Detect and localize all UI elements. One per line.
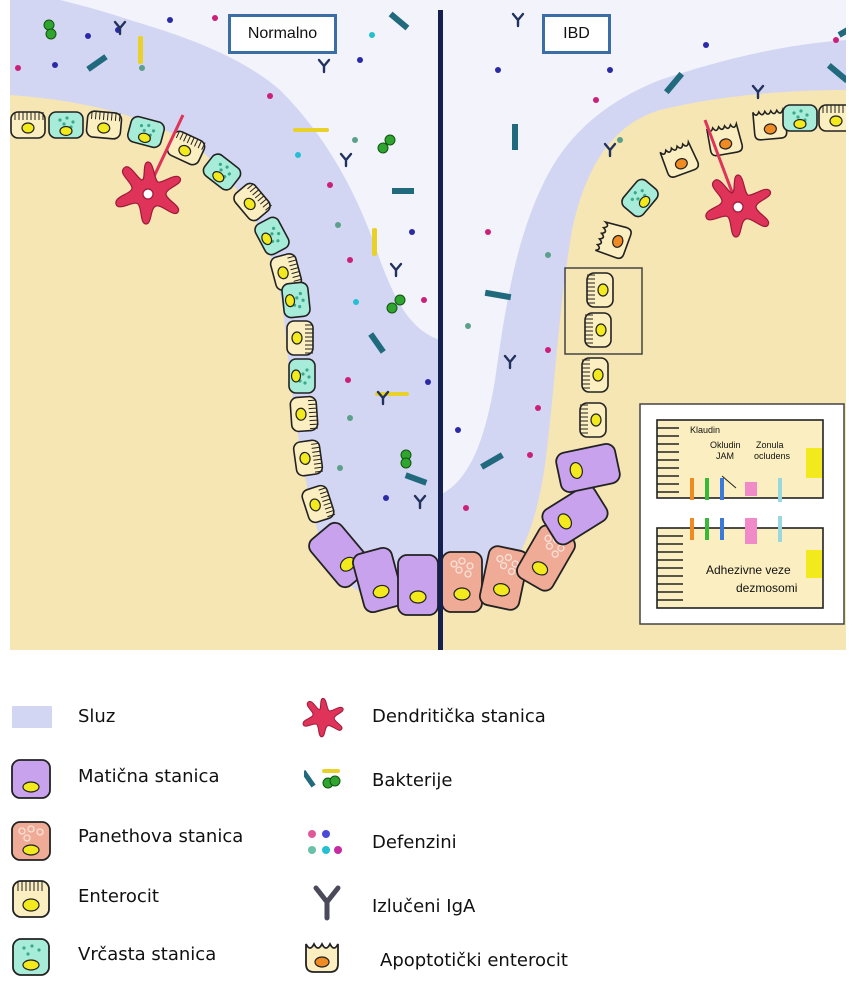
goblet-cell [49,112,83,138]
enterocyte-cell [819,105,853,131]
label-occludens: ocludens [754,452,790,461]
iga-legend-icon [312,884,342,922]
stem-cell [398,555,438,615]
legend-mucus: Sluz [78,706,115,727]
enterocyte-cell [11,112,45,138]
legend-defensins: Defenzini [372,832,457,853]
enterocyte-cell [580,403,606,437]
dendritic-cell-legend-icon [300,696,346,738]
enterocyte-cell [287,321,313,355]
legend-enterocyte: Enterocit [78,886,159,907]
legend-iga: Izlučeni IgA [372,896,475,917]
legend-goblet-cell: Vrčasta stanica [78,944,216,965]
legend-stem-cell: Matična stanica [78,766,219,787]
label-occludin: Okludin [710,441,741,450]
goblet-cell [289,359,315,393]
stem-cell-legend-icon [10,758,52,800]
enterocyte-cell [293,439,323,476]
panel-title-normal: Normalno [228,14,337,54]
legend-apoptotic-enterocyte: Apoptotički enterocit [380,950,568,971]
panel-title-ibd: IBD [542,14,611,54]
crypt-scene [0,0,856,660]
legend-dendritic-cell: Dendritička stanica [372,706,546,727]
panel-divider [438,10,443,650]
enterocyte-legend-icon [10,878,52,920]
paneth-cell-legend-icon [10,820,52,862]
goblet-cell-legend-icon [10,936,52,978]
defensins-legend-icon [304,828,346,858]
legend-bacteria: Bakterije [372,770,452,791]
enterocyte-cell [585,313,611,347]
goblet-cell [783,105,817,131]
enterocyte-cell [86,111,122,140]
paneth-cell [442,552,482,612]
enterocyte-cell [582,358,608,392]
mucus-legend-swatch [12,706,52,728]
label-adherens: Adhezivne veze [706,564,791,576]
label-desmosomes: dezmosomi [736,582,797,594]
label-jam: JAM [716,452,734,461]
goblet-cell [281,282,310,319]
apoptotic-enterocyte [753,110,787,141]
enterocyte-cell [587,273,613,307]
label-claudin: Klaudin [690,426,720,435]
enterocyte-cell [290,396,318,432]
legend-paneth-cell: Panethova stanica [78,826,243,847]
label-zonula: Zonula [756,441,784,450]
apoptotic-enterocyte-legend-icon [302,938,344,976]
bacteria-legend-icon [304,766,344,792]
